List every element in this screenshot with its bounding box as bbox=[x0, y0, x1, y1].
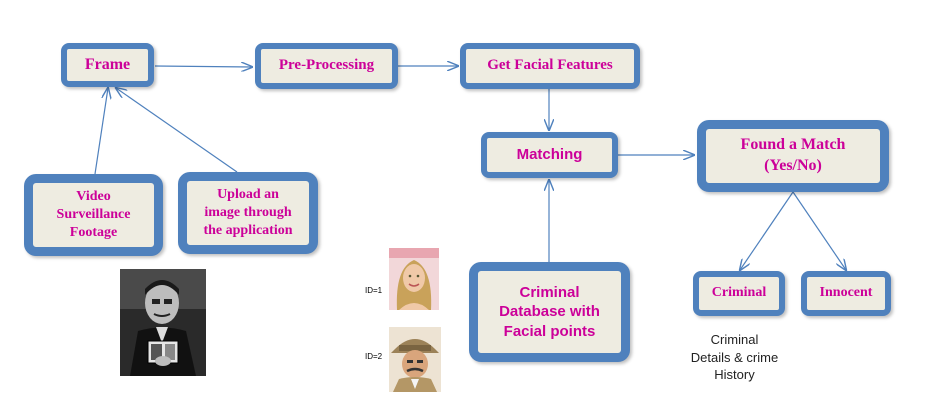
upload-node-label: Upload an image through the application bbox=[203, 186, 293, 239]
arrow-upload-to-frame bbox=[116, 88, 238, 173]
upload-node: Upload an image through the application bbox=[178, 172, 318, 254]
get-features-node-label: Get Facial Features bbox=[487, 57, 613, 74]
preprocessing-node: Pre-Processing bbox=[255, 43, 398, 89]
arrow-found-to-criminal bbox=[740, 191, 794, 270]
found-match-node-label: Found a Match (Yes/No) bbox=[740, 136, 846, 174]
suspect-photo bbox=[120, 269, 206, 376]
database-node: Criminal Database with Facial points bbox=[469, 262, 630, 362]
frame-node: Frame bbox=[61, 43, 154, 87]
matching-node-label: Matching bbox=[516, 146, 583, 164]
video-node: Video Surveillance Footage bbox=[24, 174, 163, 256]
arrow-found-to-innocent bbox=[792, 191, 846, 270]
database-node-label: Criminal Database with Facial points bbox=[499, 283, 600, 340]
database-photo-2 bbox=[389, 327, 441, 392]
preprocessing-node-label: Pre-Processing bbox=[278, 57, 375, 74]
video-node-label: Video Surveillance Footage bbox=[56, 188, 131, 241]
criminal-details-note: Criminal Details & crime History bbox=[690, 332, 779, 383]
innocent-node: Innocent bbox=[801, 271, 891, 316]
arrow-video-to-frame bbox=[94, 88, 108, 175]
id-1-label: ID=1 bbox=[365, 286, 383, 295]
id-2-label: ID=2 bbox=[365, 352, 383, 361]
innocent-node-label: Innocent bbox=[819, 285, 873, 301]
frame-node-label: Frame bbox=[84, 55, 131, 73]
matching-node: Matching bbox=[481, 132, 618, 178]
database-photo-1 bbox=[389, 248, 439, 310]
get-features-node: Get Facial Features bbox=[460, 43, 640, 89]
found-match-node: Found a Match (Yes/No) bbox=[697, 120, 889, 192]
criminal-node: Criminal bbox=[693, 271, 785, 316]
arrow-frame-to-preprocessing bbox=[154, 66, 252, 67]
criminal-node-label: Criminal bbox=[711, 285, 767, 301]
